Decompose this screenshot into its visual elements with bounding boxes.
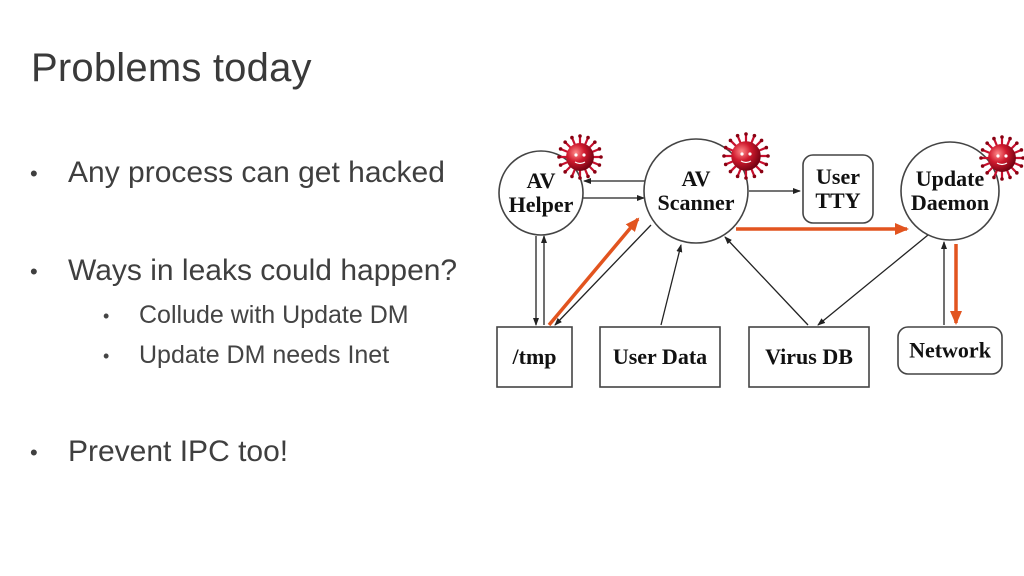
bullet-dot: • bbox=[30, 440, 38, 465]
edge-user-data-to-av-scanner bbox=[660, 244, 683, 326]
node-label-line: Update bbox=[916, 166, 985, 191]
diagram-edges bbox=[533, 178, 962, 327]
edge-virus-db-to-av-scanner bbox=[724, 236, 809, 326]
bullet-dot: • bbox=[30, 161, 38, 186]
node-box bbox=[599, 326, 721, 388]
sub-bullet-1-text: Collude with Update DM bbox=[139, 301, 409, 329]
virus-icon bbox=[722, 132, 770, 180]
node-user-data: User Data bbox=[599, 326, 721, 388]
node-label-line: TTY bbox=[815, 188, 860, 213]
bullet-dot: • bbox=[30, 259, 38, 284]
node-circle bbox=[643, 138, 749, 244]
sub-bullet-1: • Collude with Update DM bbox=[103, 301, 409, 330]
node-circle bbox=[498, 150, 584, 236]
slide-title: Problems today bbox=[31, 46, 312, 90]
node-label-line: AV bbox=[682, 166, 711, 191]
node-label-line: Helper bbox=[509, 192, 574, 217]
bullet-1: • Any process can get hacked bbox=[30, 156, 445, 190]
bullet-2: • Ways in leaks could happen? bbox=[30, 254, 458, 288]
node-label-line: Daemon bbox=[911, 190, 989, 215]
node-box bbox=[748, 326, 870, 388]
bullet-3: • Prevent IPC too! bbox=[30, 435, 289, 469]
virus-icon bbox=[979, 135, 1024, 181]
node-box bbox=[802, 154, 874, 224]
node-circle bbox=[900, 141, 1000, 241]
node-box bbox=[496, 326, 573, 388]
node-label-line: Scanner bbox=[658, 190, 735, 215]
leak-edge-tmp-to-av-scanner bbox=[547, 217, 640, 327]
diagram-nodes: AVHelperAVScannerUserTTYUpdateDaemon/tmp… bbox=[496, 132, 1024, 388]
node-label-line: User bbox=[816, 164, 860, 189]
node-label-line: User Data bbox=[613, 344, 707, 369]
bullet-1-text: Any process can get hacked bbox=[68, 156, 445, 189]
bullet-3-text: Prevent IPC too! bbox=[68, 435, 289, 468]
node-label-line: /tmp bbox=[512, 344, 557, 369]
edge-av-scanner-to-tmp bbox=[554, 224, 652, 326]
bullet-2-text: Ways in leaks could happen? bbox=[68, 254, 458, 287]
edge-update-daemon-to-virus-db bbox=[817, 234, 929, 326]
sub-bullet-dot: • bbox=[103, 306, 110, 326]
node-box bbox=[897, 326, 1003, 375]
node-virus-db: Virus DB bbox=[748, 326, 870, 388]
sub-bullet-2-text: Update DM needs Inet bbox=[139, 341, 390, 369]
node-label-line: Virus DB bbox=[765, 344, 853, 369]
sub-bullet-2: • Update DM needs Inet bbox=[103, 341, 390, 370]
virus-icon bbox=[557, 134, 603, 180]
sub-bullet-dot: • bbox=[103, 346, 110, 366]
node-label-line: Network bbox=[909, 338, 992, 363]
node-network: Network bbox=[897, 326, 1003, 375]
node-tmp: /tmp bbox=[496, 326, 573, 388]
node-label-line: AV bbox=[527, 168, 556, 193]
